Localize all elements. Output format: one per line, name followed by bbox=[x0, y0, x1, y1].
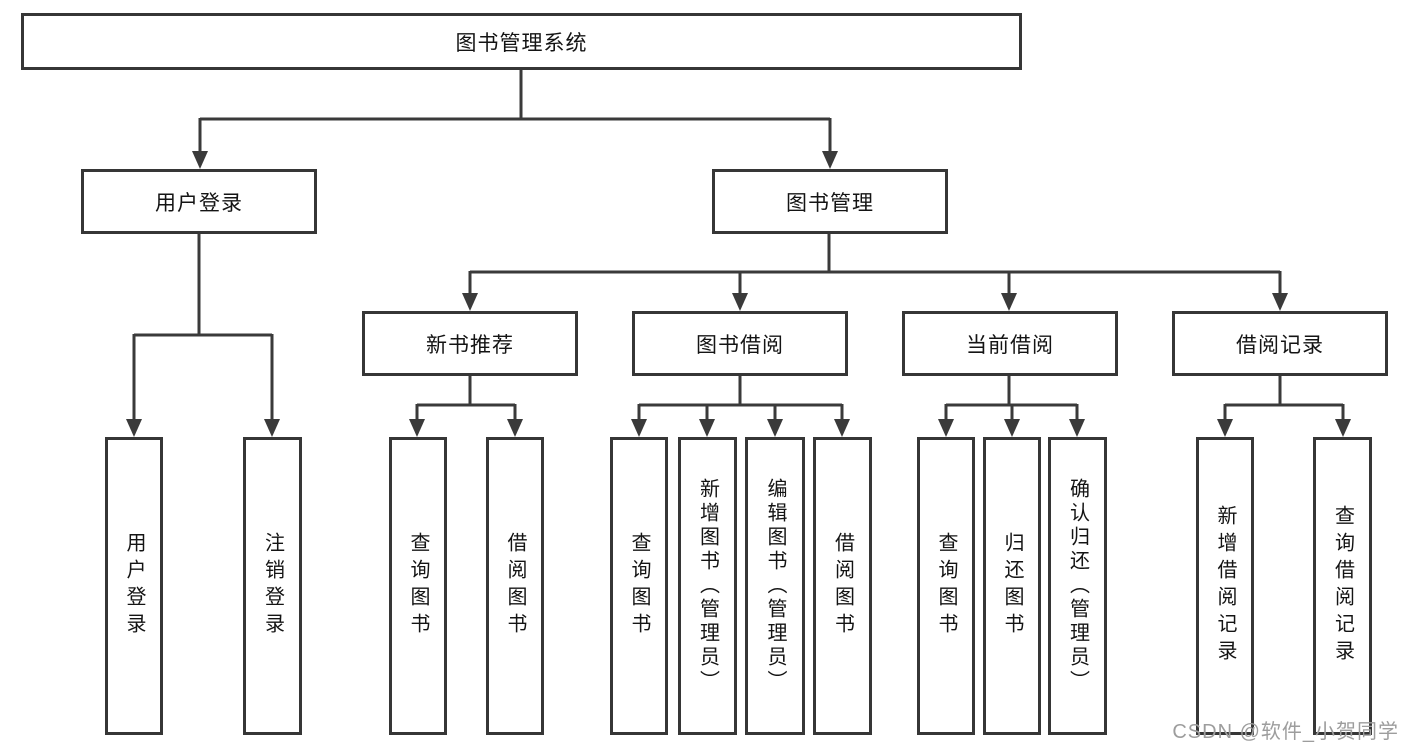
leaf-cb-confirm-return-admin: 确认归还（管理员） bbox=[1048, 437, 1107, 735]
node-user-login: 用户登录 bbox=[81, 169, 317, 234]
node-current-borrow: 当前借阅 bbox=[902, 311, 1118, 376]
leaf-bb-query-books: 查询图书 bbox=[610, 437, 668, 735]
leaf-bb-borrow-books-label: 借阅图书 bbox=[831, 532, 854, 640]
leaf-bb-edit-book-admin: 编辑图书（管理员） bbox=[745, 437, 805, 735]
connector-user-login bbox=[132, 233, 274, 421]
leaf-user-login-label: 用户登录 bbox=[123, 532, 145, 640]
leaf-user-login: 用户登录 bbox=[105, 437, 163, 735]
leaf-nbr-query-books: 查询图书 bbox=[389, 437, 447, 735]
leaf-br-query-record: 查询借阅记录 bbox=[1313, 437, 1372, 735]
leaf-nbr-borrow-books: 借阅图书 bbox=[486, 437, 544, 735]
connector-root bbox=[198, 69, 832, 153]
node-borrow-records-label: 借阅记录 bbox=[1236, 333, 1324, 357]
leaf-bb-add-book-admin: 新增图书（管理员） bbox=[678, 437, 737, 735]
node-book-borrow-label: 图书借阅 bbox=[696, 333, 784, 357]
leaf-br-add-record: 新增借阅记录 bbox=[1196, 437, 1254, 735]
connector-borrow-records bbox=[1223, 376, 1345, 421]
leaf-nbr-query-books-label: 查询图书 bbox=[407, 532, 429, 640]
leaf-cb-return-books: 归还图书 bbox=[983, 437, 1041, 735]
node-book-borrow: 图书借阅 bbox=[632, 311, 848, 376]
node-user-login-label: 用户登录 bbox=[155, 191, 243, 215]
node-current-borrow-label: 当前借阅 bbox=[966, 333, 1054, 357]
leaf-cb-query-books: 查询图书 bbox=[917, 437, 975, 735]
connector-book-management bbox=[468, 233, 1282, 295]
connector-current-borrow bbox=[944, 376, 1079, 421]
node-borrow-records: 借阅记录 bbox=[1172, 311, 1388, 376]
node-library-system-label: 图书管理系统 bbox=[455, 31, 588, 55]
leaf-logout: 注销登录 bbox=[243, 437, 302, 735]
node-new-book-recommend: 新书推荐 bbox=[362, 311, 578, 376]
leaf-nbr-borrow-books-label: 借阅图书 bbox=[504, 532, 526, 640]
leaf-cb-return-books-label: 归还图书 bbox=[1001, 532, 1023, 640]
connector-book-borrow bbox=[637, 376, 844, 421]
node-book-management: 图书管理 bbox=[712, 169, 948, 234]
leaf-logout-label: 注销登录 bbox=[261, 532, 284, 640]
leaf-br-add-record-label: 新增借阅记录 bbox=[1214, 505, 1236, 667]
arrowheads bbox=[126, 151, 1351, 437]
leaf-bb-query-books-label: 查询图书 bbox=[628, 532, 650, 640]
csdn-watermark: CSDN @软件_小贺同学 bbox=[1172, 721, 1399, 743]
leaf-br-query-record-label: 查询借阅记录 bbox=[1331, 505, 1354, 667]
leaf-bb-borrow-books: 借阅图书 bbox=[813, 437, 872, 735]
connector-new-book-recommend bbox=[415, 376, 517, 421]
leaf-bb-edit-book-admin-label: 编辑图书（管理员） bbox=[764, 478, 786, 694]
node-book-management-label: 图书管理 bbox=[786, 191, 874, 215]
node-new-book-recommend-label: 新书推荐 bbox=[426, 333, 514, 357]
leaf-bb-add-book-admin-label: 新增图书（管理员） bbox=[696, 478, 719, 694]
node-library-system: 图书管理系统 bbox=[21, 13, 1022, 70]
leaf-cb-query-books-label: 查询图书 bbox=[935, 532, 957, 640]
leaf-cb-confirm-return-admin-label: 确认归还（管理员） bbox=[1066, 478, 1089, 694]
